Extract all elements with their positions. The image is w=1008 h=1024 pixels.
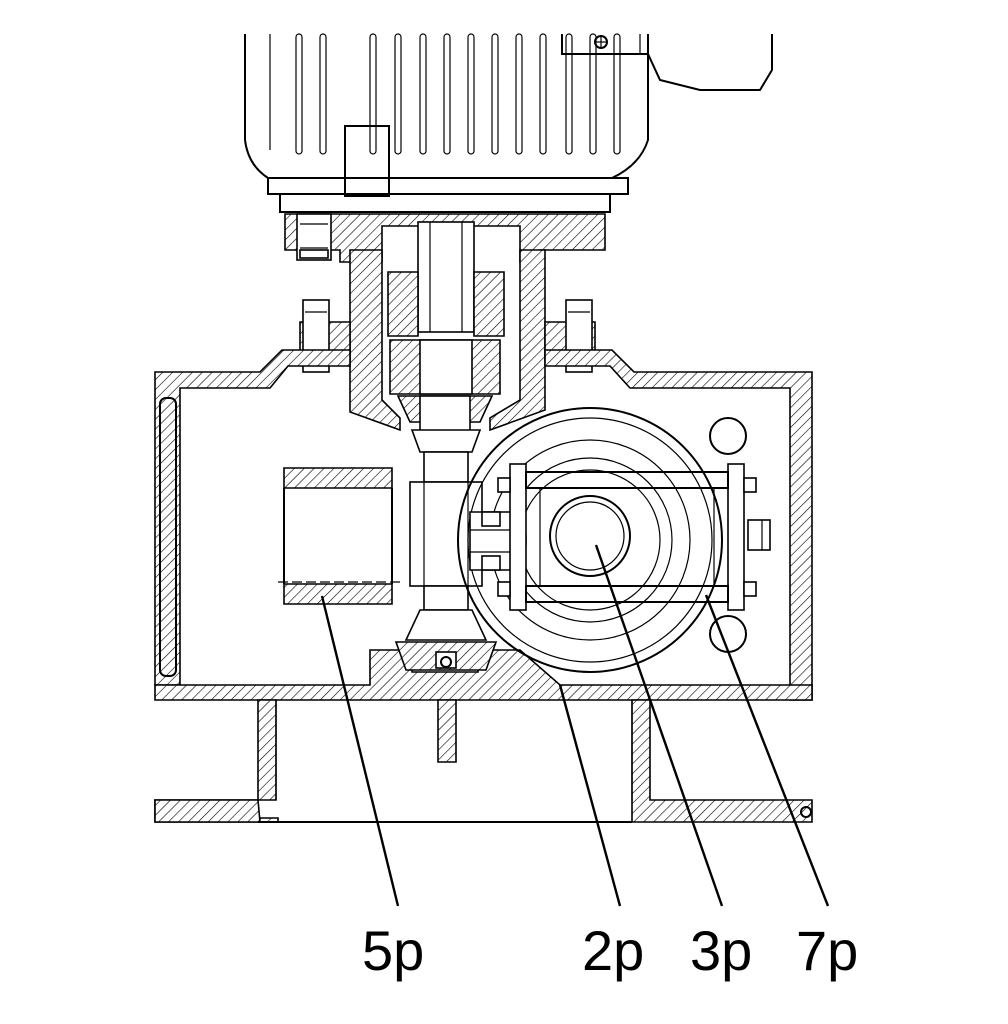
leader-2p xyxy=(558,684,622,907)
hub-part-3p xyxy=(549,495,631,577)
input-shaft xyxy=(387,221,505,433)
leader-7p xyxy=(704,594,830,907)
leader-5p xyxy=(320,595,400,907)
vertical-gear-shaft xyxy=(394,429,498,671)
label-7p: 7p xyxy=(796,919,858,982)
sleeve-part-5p xyxy=(278,467,400,605)
label-2p: 2p xyxy=(582,919,644,982)
terminal-box xyxy=(561,34,773,91)
motor-cooling-fins xyxy=(269,33,621,155)
housing-hole-upper xyxy=(709,417,747,455)
leader-3p xyxy=(594,544,724,907)
label-5p: 5p xyxy=(362,919,424,982)
label-3p: 3p xyxy=(690,919,752,982)
worm-wheel-part-2p xyxy=(457,407,723,673)
gear-housing xyxy=(154,349,813,823)
frame-part-7p xyxy=(497,463,771,611)
motor xyxy=(244,33,773,213)
